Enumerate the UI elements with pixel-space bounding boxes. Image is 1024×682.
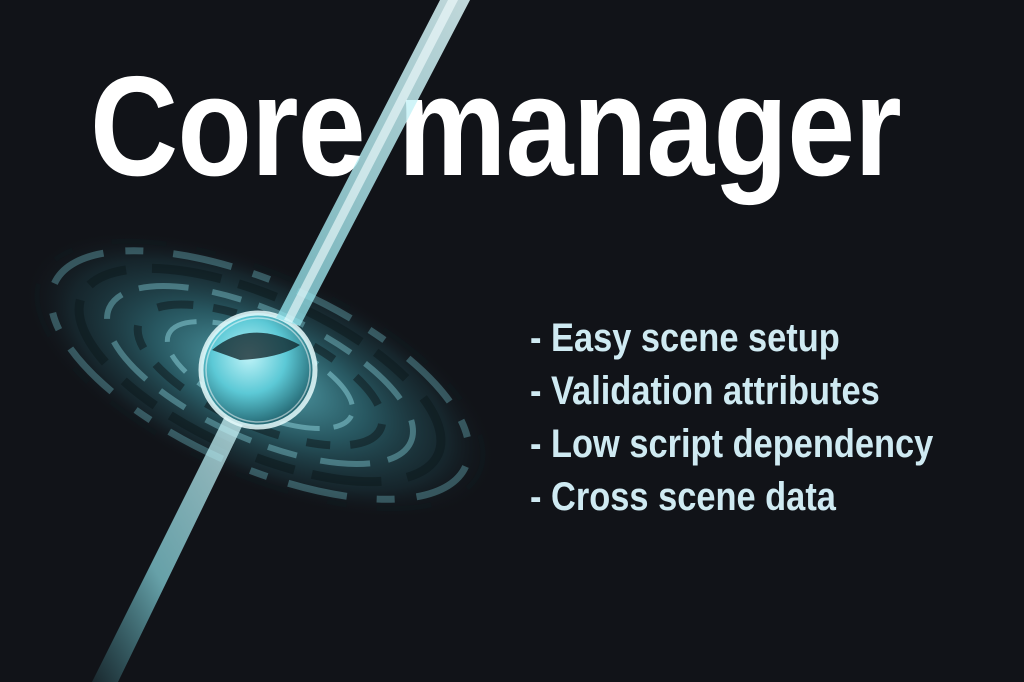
page-title: Core manager bbox=[90, 47, 902, 206]
feature-list: - Easy scene setup - Validation attribut… bbox=[530, 312, 999, 524]
feature-item: - Easy scene setup bbox=[530, 316, 840, 360]
feature-item: - Validation attributes bbox=[530, 369, 880, 413]
glass-sphere bbox=[198, 310, 318, 430]
light-beam-lower bbox=[92, 402, 250, 682]
feature-item: - Cross scene data bbox=[530, 475, 836, 519]
feature-item: - Low script dependency bbox=[530, 422, 934, 466]
